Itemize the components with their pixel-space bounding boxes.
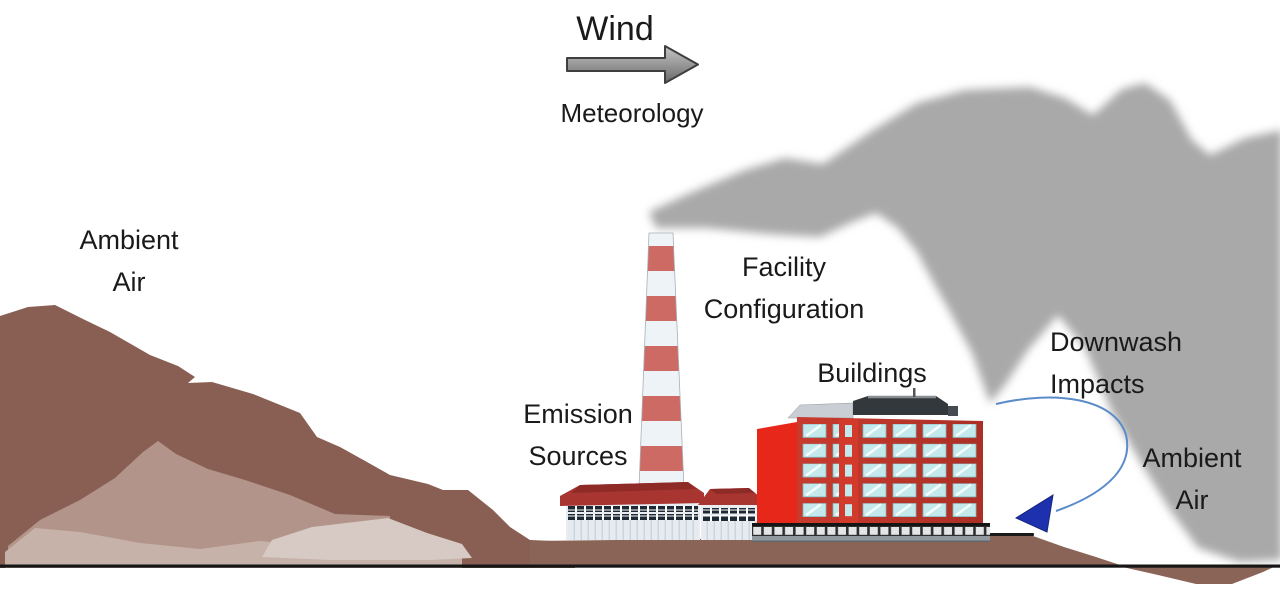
office-building <box>752 388 990 542</box>
ambient-air-right-line1: Ambient <box>1142 443 1242 473</box>
ambient-air-right-line2: Air <box>1175 485 1209 515</box>
mountain-silhouette <box>0 305 575 568</box>
emission-sources-line1: Emission <box>523 399 633 429</box>
meteorology-label: Meteorology <box>560 98 704 128</box>
ambient-air-left-line1: Ambient <box>79 225 179 255</box>
wind-label: Wind <box>576 10 654 48</box>
ground-baseline <box>0 564 1280 568</box>
building-platform <box>752 523 990 542</box>
ground <box>530 533 1276 584</box>
buildings-label: Buildings <box>817 358 927 388</box>
downwash-arrow-icon <box>995 396 1129 533</box>
smoke-plume <box>649 83 1280 562</box>
factory-building <box>560 232 760 540</box>
downwash-impacts-line2: Impacts <box>1050 369 1145 399</box>
wind-arrow-icon <box>566 45 699 84</box>
downwash-impacts-line1: Downwash <box>1050 327 1183 357</box>
ambient-air-left-line2: Air <box>112 267 146 297</box>
emission-sources-line2: Sources <box>528 441 628 471</box>
facility-configuration-line2: Configuration <box>703 294 865 324</box>
facility-configuration-line1: Facility <box>741 252 827 282</box>
smokestack <box>638 232 685 489</box>
